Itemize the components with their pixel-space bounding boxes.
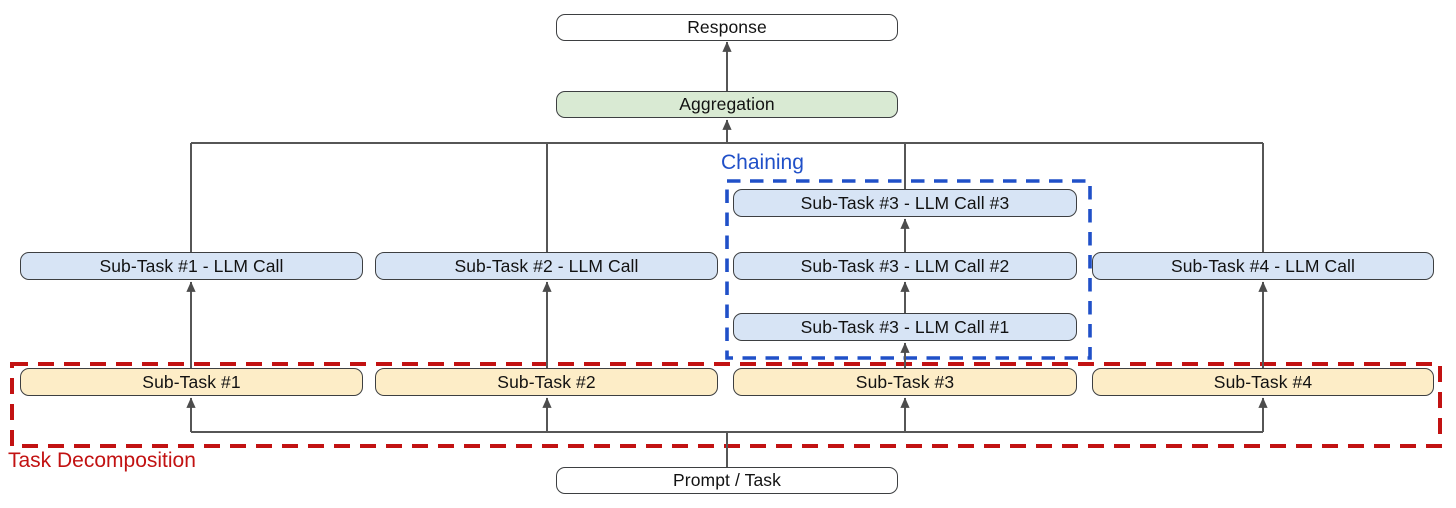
llm-call-box-subtask4: Sub-Task #4 - LLM Call: [1092, 252, 1434, 280]
flow-arrows: [186, 41, 1268, 432]
prompt-task-box: Prompt / Task: [556, 467, 898, 494]
subtask-4-box: Sub-Task #4: [1092, 368, 1434, 396]
subtask-2-box: Sub-Task #2: [375, 368, 718, 396]
subtask-3-box: Sub-Task #3: [733, 368, 1077, 396]
llm-call-box-subtask1: Sub-Task #1 - LLM Call: [20, 252, 363, 280]
task-decomposition-group-label: Task Decomposition: [8, 449, 196, 472]
chained-llm-call-2-box: Sub-Task #3 - LLM Call #2: [733, 252, 1077, 280]
subtask-1-box: Sub-Task #1: [20, 368, 363, 396]
aggregation-box: Aggregation: [556, 91, 898, 118]
chaining-group-frame: [725, 179, 1092, 360]
chaining-group-label: Chaining: [721, 151, 804, 174]
response-box: Response: [556, 14, 898, 41]
llm-call-box-subtask2: Sub-Task #2 - LLM Call: [375, 252, 718, 280]
chained-llm-call-3-box: Sub-Task #3 - LLM Call #3: [733, 189, 1077, 217]
chained-llm-call-1-box: Sub-Task #3 - LLM Call #1: [733, 313, 1077, 341]
